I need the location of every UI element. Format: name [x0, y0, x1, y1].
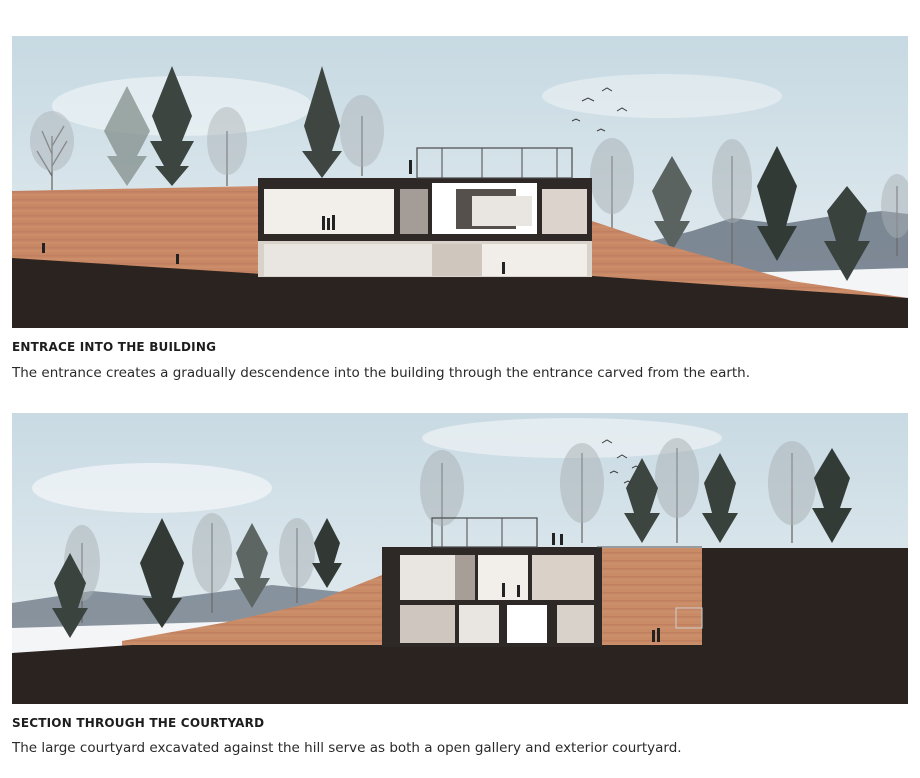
section-heading-entrance: ENTRACE INTO THE BUILDING — [12, 340, 217, 354]
trees-background — [52, 438, 852, 638]
trees-background — [30, 66, 908, 281]
courtyard-section-drawing — [12, 413, 908, 704]
section-caption-entrance: The entrance creates a gradually descend… — [12, 365, 751, 381]
ground-section — [12, 548, 908, 704]
people-figures — [502, 533, 660, 642]
ground-section — [12, 258, 908, 328]
section-caption-courtyard: The large courtyard excavated against th… — [12, 740, 682, 756]
building-section — [382, 517, 703, 647]
entrance-section-drawing — [12, 36, 908, 328]
people-figures — [42, 160, 505, 274]
section-heading-courtyard: SECTION THROUGH THE COURTYARD — [12, 716, 265, 730]
